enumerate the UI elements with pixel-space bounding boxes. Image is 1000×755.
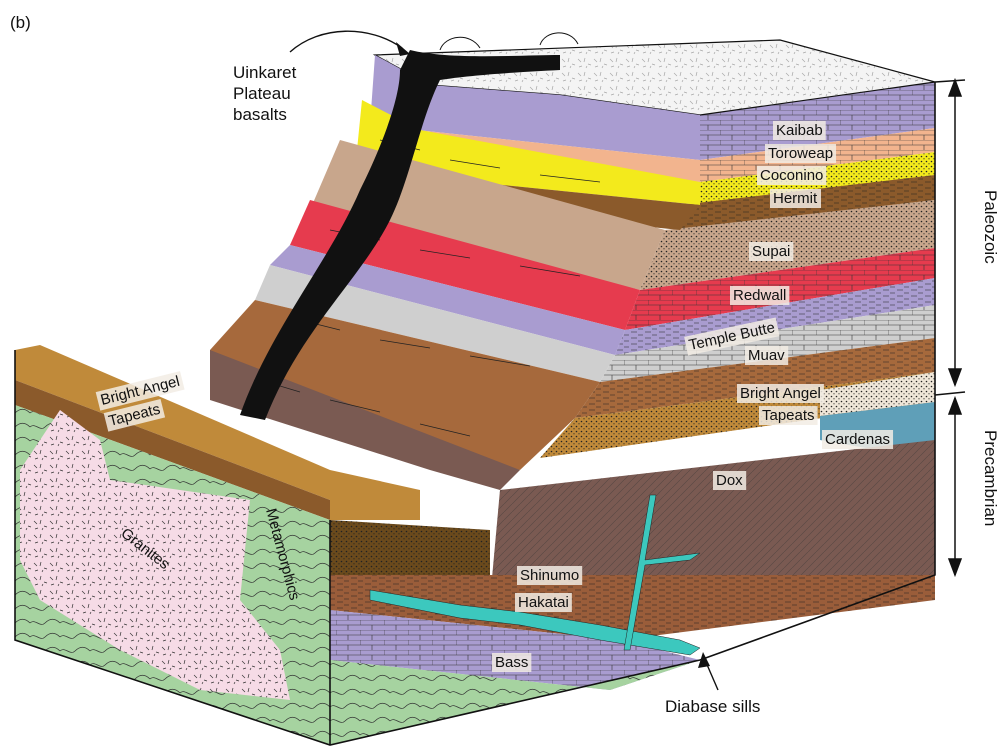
basalt-arrowhead <box>396 42 410 56</box>
label-plate <box>770 189 821 208</box>
label-plate <box>713 471 747 490</box>
basalt-arrow <box>289 30 403 53</box>
label-plate <box>103 398 166 432</box>
formation-label-hakatai: Hakatai <box>518 594 569 611</box>
block-outline <box>14 82 936 746</box>
diabase-sills-label: Diabase sills <box>665 697 760 716</box>
formation-label-bass: Bass <box>495 654 528 671</box>
label-plate <box>517 566 583 585</box>
label-plate <box>822 430 894 449</box>
paleozoic-label: Paleozoic <box>981 190 1000 264</box>
age-brackets <box>934 77 966 578</box>
basalts-label-2: Plateau <box>233 84 291 103</box>
label-plate <box>773 121 826 140</box>
formation-label-bright-angel: Bright Angel <box>740 385 821 402</box>
label-plate <box>745 346 789 365</box>
formation-label-dox: Dox <box>716 472 743 489</box>
formation-label-cardenas: Cardenas <box>825 431 890 448</box>
foreground-slab <box>15 345 420 520</box>
panel-label: (b) <box>10 13 31 32</box>
label-plate <box>492 653 532 672</box>
basalt-dike <box>240 50 560 420</box>
formation-label-shinumo: Shinumo <box>520 567 579 584</box>
label-plate <box>684 317 780 356</box>
formation-label-kaibab: Kaibab <box>776 122 823 139</box>
label-plate <box>95 371 185 411</box>
formation-label-tapeats: Tapeats <box>762 407 815 424</box>
formation-label-toroweap: Toroweap <box>768 145 833 162</box>
formation-label-hermit: Hermit <box>773 190 818 207</box>
precambrian-label: Precambrian <box>981 430 1000 526</box>
formation-label-redwall: Redwall <box>733 287 786 304</box>
label-plate <box>730 286 790 305</box>
basalts-label-1: Uinkaret <box>233 63 297 82</box>
diabase-arrowhead <box>698 652 710 668</box>
formation-label-muav: Muav <box>748 347 785 364</box>
label-plate <box>765 144 837 163</box>
volcanic-cones <box>439 32 579 51</box>
label-plate <box>757 166 827 185</box>
basalts-label-3: basalts <box>233 105 287 124</box>
label-plate <box>515 593 572 612</box>
formation-label-supai: Supai <box>752 243 790 260</box>
formation-label-coconino: Coconino <box>760 167 823 184</box>
label-plate <box>737 384 824 403</box>
label-plate <box>749 242 794 261</box>
label-plate <box>759 406 818 425</box>
diabase-sills <box>369 494 701 656</box>
